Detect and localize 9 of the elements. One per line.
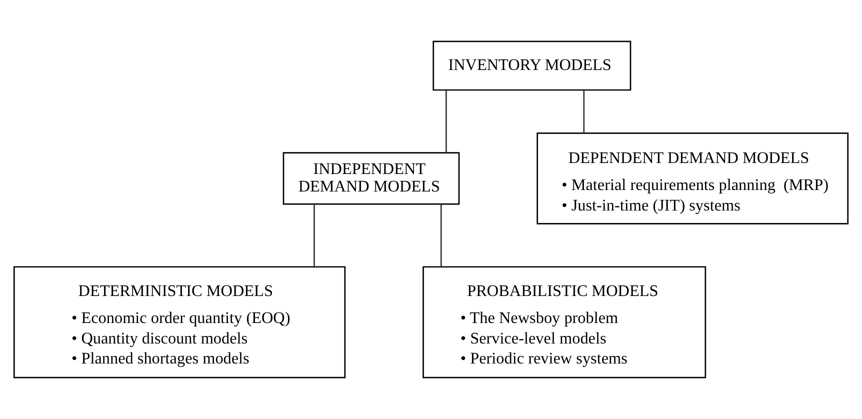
connector: [314, 204, 315, 266]
connector: [440, 204, 442, 266]
connector: [446, 90, 447, 152]
node-box: INVENTORY MODELS: [432, 40, 632, 91]
connector: [583, 90, 585, 134]
node-box: INDEPENDENT DEMAND MODELS: [282, 152, 460, 205]
node-box: DEPENDENT DEMAND MODELS • Material requirements planning (MRP) • Just-in-time (JIT) systems: [536, 132, 849, 224]
node-box: PROBABILISTIC MODELS • The Newsboy problem • Service-level models • Periodic review systems: [422, 266, 706, 378]
node-box: DETERMINISTIC MODELS • Economic order quantity (EOQ) • Quantity discount models • Planned shortages models: [13, 266, 346, 378]
